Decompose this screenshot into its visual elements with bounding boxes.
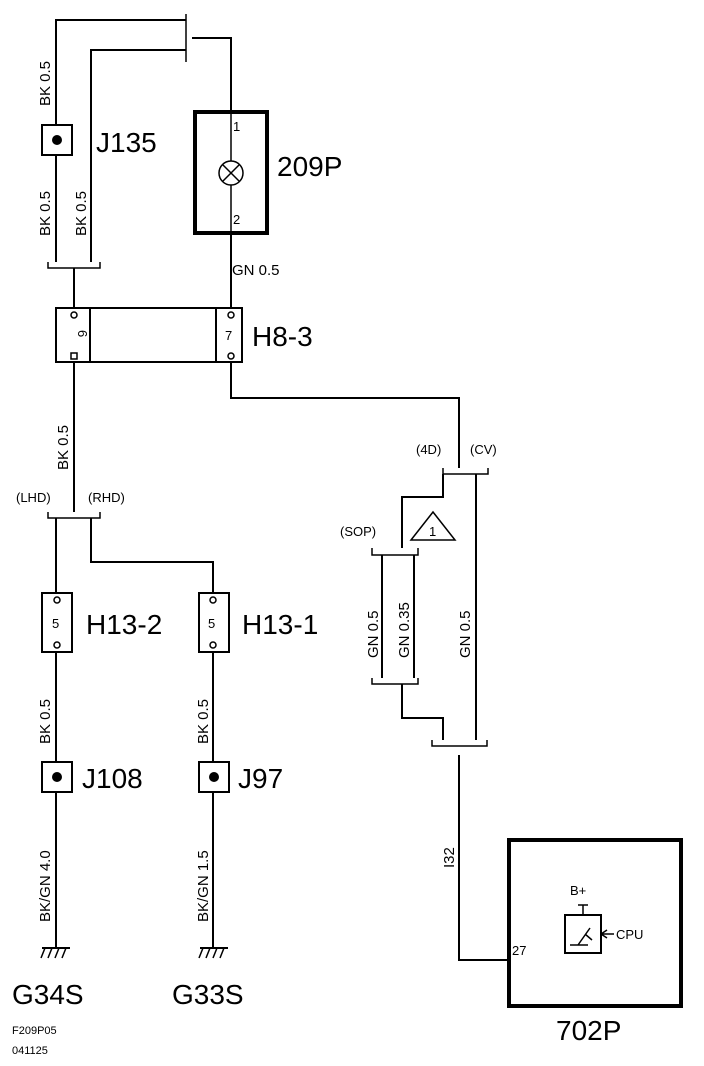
figure-id: F209P05: [12, 1025, 57, 1037]
wire-label: GN 0.5: [232, 262, 280, 279]
bplus-label: B+: [570, 883, 586, 898]
left-branch-wiring: [47, 362, 214, 948]
top-wiring: [47, 14, 232, 308]
wire-label: GN 0.5: [365, 610, 382, 658]
splice-j135: J135: [41, 124, 157, 158]
connector-h13-2: 5 H13-2: [41, 592, 162, 653]
wire-label: BK 0.5: [37, 191, 54, 236]
pin-label: 5: [52, 616, 59, 631]
ground-label: G34S: [12, 979, 84, 1010]
wire-label: GN 0.35: [396, 602, 413, 658]
variant-label: (4D): [416, 442, 441, 457]
wire-label: GN 0.5: [457, 610, 474, 658]
note-triangle: 1: [409, 510, 457, 541]
wire-label: BK 0.5: [37, 699, 54, 744]
ground-label: G33S: [172, 979, 244, 1010]
variant-label: (RHD): [88, 490, 125, 505]
splice-label: J135: [96, 127, 157, 158]
variant-labels: (LHD) (RHD) (4D) (CV) (SOP): [16, 442, 497, 539]
connector-label: H13-2: [86, 609, 162, 640]
figure-footer: F209P05 041125: [12, 1025, 57, 1057]
splice-label: J108: [82, 763, 143, 794]
wire-label: BK 0.5: [195, 699, 212, 744]
cpu-label: CPU: [616, 927, 643, 942]
component-209p: 1 2 209P: [193, 110, 342, 235]
component-label: 209P: [277, 151, 342, 182]
pin-label: 2: [233, 212, 240, 227]
wire-labels: BK 0.5 BK 0.5 BK 0.5 BK 0.5 BK 0.5 BK 0.…: [37, 61, 474, 922]
connector-label: H13-1: [242, 609, 318, 640]
wire-label: BK 0.5: [55, 425, 72, 470]
pin-label: 27: [512, 943, 526, 958]
pin-label: 6: [75, 330, 90, 337]
variant-label: (SOP): [340, 524, 376, 539]
component-label: 702P: [556, 1015, 621, 1046]
ground-g34s: G34S: [12, 947, 84, 1010]
connector-h8-3: 6 7 H8-3: [55, 307, 313, 363]
wire-label: BK/GN 4.0: [37, 850, 54, 922]
splice-j108: J108: [41, 761, 143, 794]
wire-label: BK 0.5: [37, 61, 54, 106]
ground-g33s: G33S: [172, 947, 244, 1010]
component-702p: B+ CPU 27 702P: [507, 838, 683, 1046]
variant-label: (LHD): [16, 490, 51, 505]
pin-label: 5: [208, 616, 215, 631]
figure-date: 041125: [12, 1045, 48, 1057]
variant-label: (CV): [470, 442, 497, 457]
splice-j97: J97: [198, 761, 283, 794]
connector-label: H8-3: [252, 321, 313, 352]
splice-label: J97: [238, 763, 283, 794]
wire-label: BK 0.5: [73, 191, 90, 236]
connector-h13-1: 5 H13-1: [198, 592, 318, 653]
pin-label: 1: [233, 119, 240, 134]
wire-label: I32: [441, 847, 458, 868]
note-label: 1: [429, 524, 436, 539]
wire-label: BK/GN 1.5: [195, 850, 212, 922]
pin-label: 7: [225, 328, 232, 343]
